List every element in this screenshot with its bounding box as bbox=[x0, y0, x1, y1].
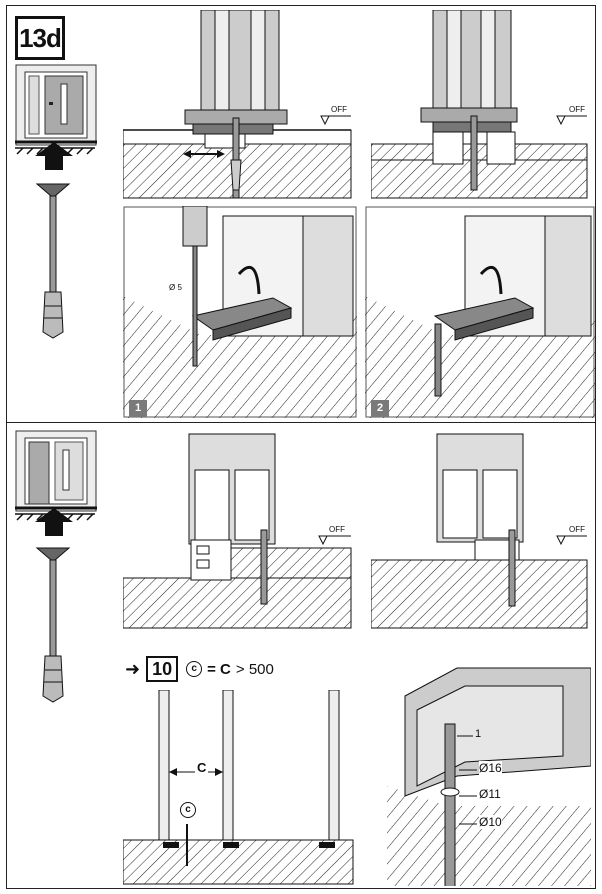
hatch-floor-icon bbox=[15, 508, 95, 536]
section-divider bbox=[7, 422, 595, 423]
door-icon-inward bbox=[15, 64, 97, 148]
small-dimension: 1 bbox=[475, 728, 482, 740]
frame-anchor-icon bbox=[35, 547, 71, 703]
sill-section-right: OFF bbox=[371, 10, 591, 202]
c-symbol: c bbox=[186, 661, 203, 677]
instruction-sheet: 13d bbox=[6, 5, 596, 889]
frame-spacing-diagram: C c bbox=[123, 690, 355, 886]
rule-comparison: > 500 bbox=[235, 660, 274, 678]
level-label-off: OFF bbox=[329, 525, 345, 534]
diameter-11: Ø11 bbox=[479, 787, 501, 801]
sill-section-left: OFF bbox=[123, 10, 355, 202]
dimension-label-c: C bbox=[195, 760, 209, 775]
hatch-floor-icon bbox=[15, 142, 95, 170]
step-badge: 13d bbox=[15, 16, 65, 60]
rule-equation: = C bbox=[207, 660, 231, 678]
drill-diameter-label: Ø 5 bbox=[169, 283, 182, 292]
frame-anchor-icon bbox=[35, 183, 71, 339]
sub-step-badge-2: 2 bbox=[371, 400, 389, 417]
door-icon-outward bbox=[15, 430, 97, 514]
anchor-detail-perspective: 1 Ø16 Ø11 Ø10 bbox=[387, 646, 591, 886]
diameter-16: Ø16 bbox=[479, 761, 502, 775]
drill-perspective-1: Ø 5 1 bbox=[123, 206, 357, 418]
frame-section-left: OFF bbox=[123, 430, 355, 630]
bolt-symbol-c: c bbox=[180, 802, 196, 818]
right-arrow-icon: ➜ bbox=[125, 658, 141, 679]
reference-number: 10 bbox=[146, 656, 179, 682]
level-label-off: OFF bbox=[331, 105, 347, 114]
frame-section-right: OFF bbox=[371, 430, 591, 630]
level-label-off: OFF bbox=[569, 105, 585, 114]
diameter-10: Ø10 bbox=[479, 815, 502, 829]
sub-step-badge-1: 1 bbox=[129, 400, 147, 417]
level-label-off: OFF bbox=[569, 525, 585, 534]
reference-rule: ➜ 10 c = C > 500 bbox=[125, 656, 274, 682]
drill-perspective-2: 2 bbox=[365, 206, 595, 418]
